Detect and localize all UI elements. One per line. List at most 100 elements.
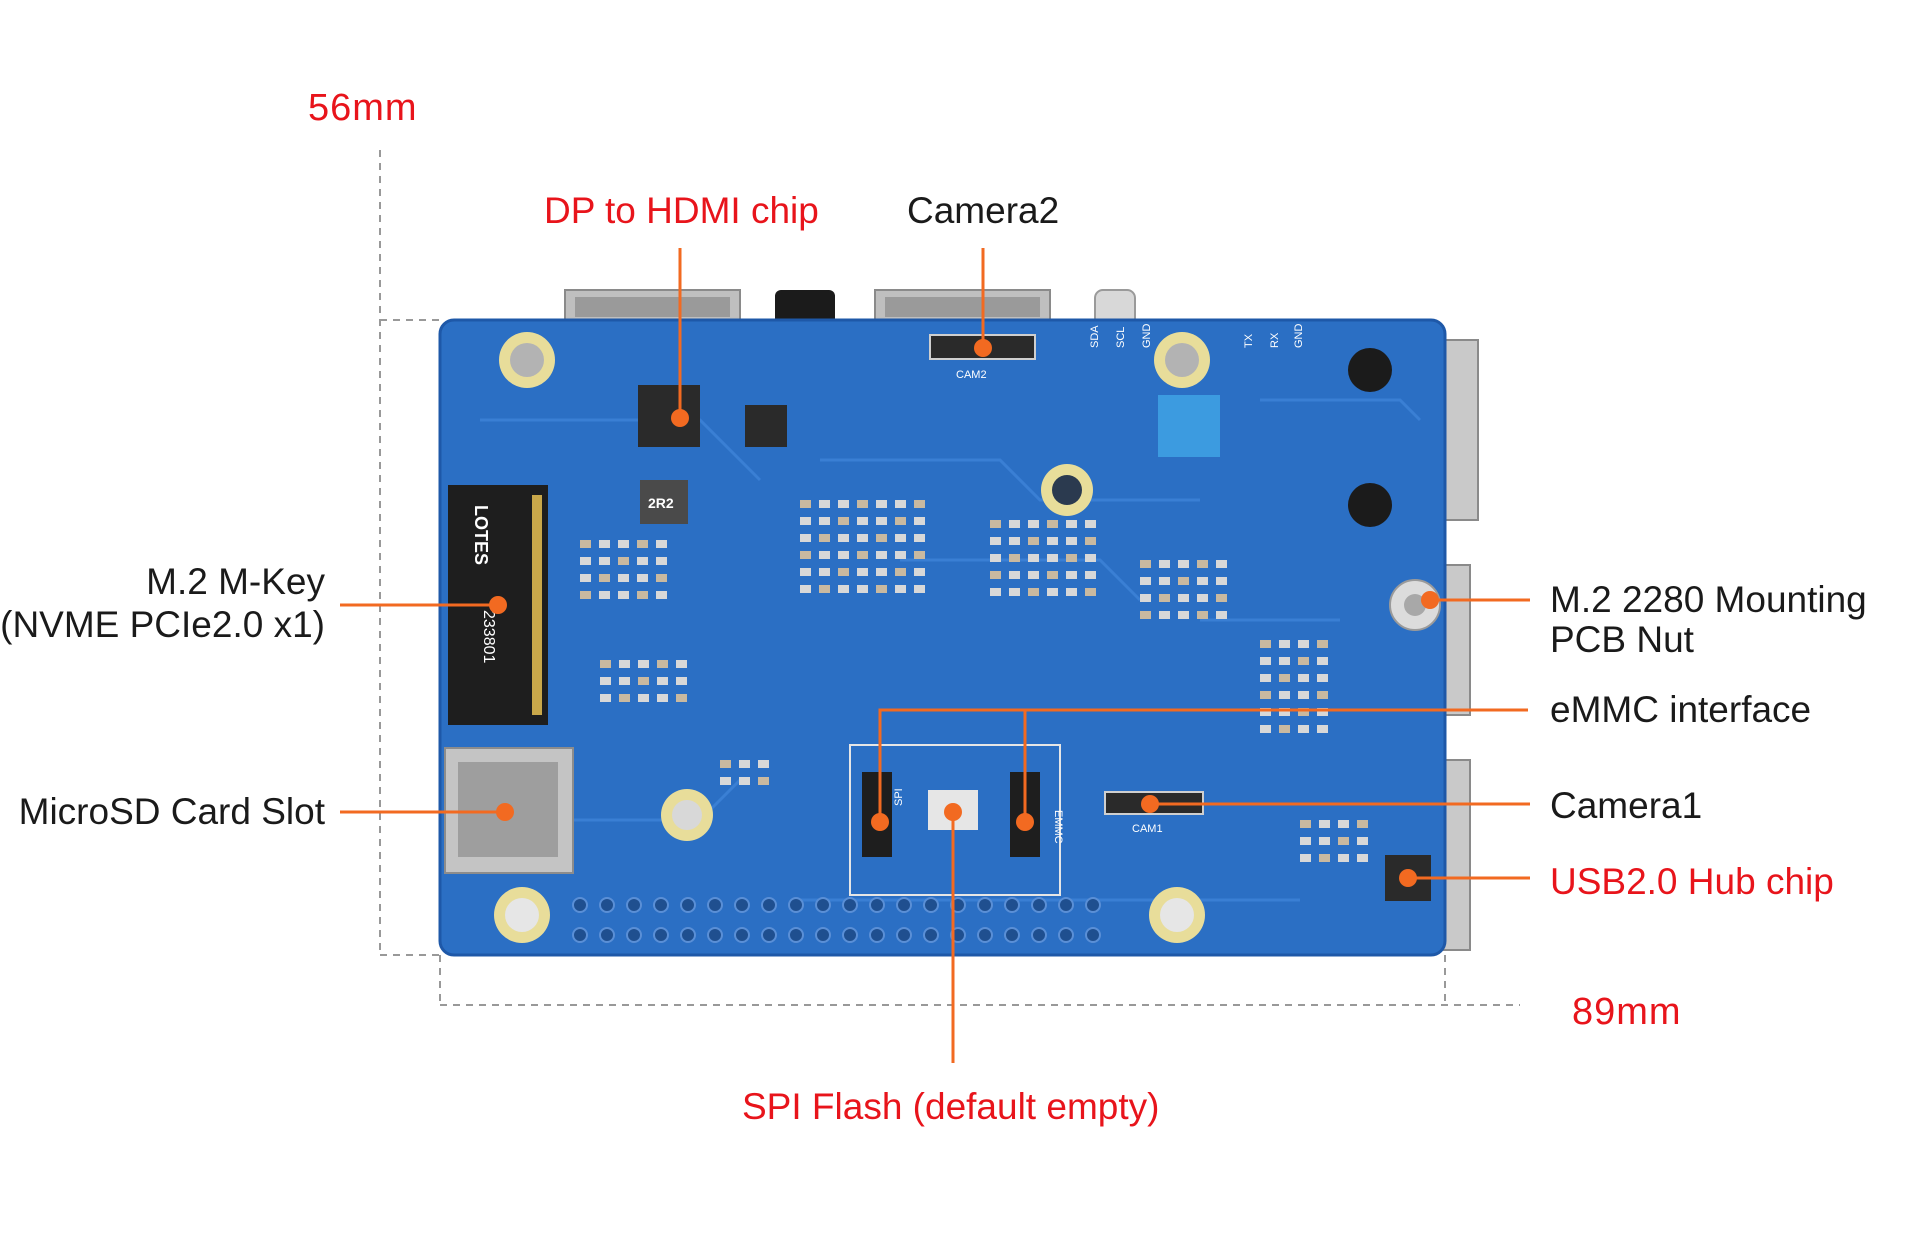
smd-component bbox=[800, 551, 811, 559]
gpio-pin bbox=[977, 927, 993, 943]
smd-component bbox=[1300, 854, 1311, 862]
gpio-pin bbox=[1085, 927, 1101, 943]
smd-component bbox=[600, 694, 611, 702]
smd-component bbox=[1159, 611, 1170, 619]
smd-component bbox=[1047, 588, 1058, 596]
gpio-pin bbox=[896, 927, 912, 943]
callout-camera2: Camera2 bbox=[907, 190, 1060, 231]
m2-slot-pins bbox=[532, 495, 542, 715]
gpio-pin bbox=[707, 897, 723, 913]
smd-component bbox=[619, 694, 630, 702]
smd-component bbox=[758, 777, 769, 785]
gpio-pin bbox=[599, 927, 615, 943]
smd-component bbox=[638, 694, 649, 702]
smd-component bbox=[876, 534, 887, 542]
smd-component bbox=[638, 660, 649, 668]
smd-component bbox=[857, 585, 868, 593]
silk-m2-code: 233801 bbox=[480, 610, 497, 663]
smd-component bbox=[1338, 837, 1349, 845]
gpio-pin bbox=[869, 927, 885, 943]
pcb-board bbox=[438, 318, 1447, 957]
gpio-pin bbox=[734, 897, 750, 913]
smd-component bbox=[1140, 594, 1151, 602]
callout-mount-line1: M.2 2280 Mounting bbox=[1550, 579, 1867, 620]
smd-component bbox=[619, 677, 630, 685]
smd-component bbox=[857, 500, 868, 508]
smd-component bbox=[599, 557, 610, 565]
smd-component bbox=[599, 540, 610, 548]
small-ic bbox=[745, 405, 787, 447]
gpio-pin bbox=[1031, 927, 1047, 943]
smd-component bbox=[895, 585, 906, 593]
smd-component bbox=[1047, 537, 1058, 545]
right-edge-connectors bbox=[1439, 339, 1479, 951]
silk-sda: SDA bbox=[1089, 325, 1101, 348]
smd-component bbox=[1140, 577, 1151, 585]
smd-component bbox=[819, 585, 830, 593]
smd-component bbox=[656, 591, 667, 599]
gpio-pin bbox=[1058, 897, 1074, 913]
smd-component bbox=[1260, 708, 1271, 716]
smd-component bbox=[1178, 577, 1189, 585]
hdmi-port-2-inner bbox=[885, 297, 1040, 317]
smd-component bbox=[914, 551, 925, 559]
smd-component bbox=[657, 694, 668, 702]
smd-component bbox=[1298, 640, 1309, 648]
smd-component bbox=[800, 534, 811, 542]
smd-component bbox=[638, 677, 649, 685]
inductor-2r2 bbox=[640, 480, 688, 524]
gpio-pin bbox=[680, 927, 696, 943]
standoff-upper bbox=[1348, 348, 1392, 392]
smd-component bbox=[1197, 577, 1208, 585]
smd-component bbox=[1159, 577, 1170, 585]
callout-dp-hdmi: DP to HDMI chip bbox=[544, 190, 819, 231]
height-dimension-label: 56mm bbox=[308, 87, 418, 129]
callout-mount-line2: PCB Nut bbox=[1550, 619, 1694, 660]
silk-m2-brand: LOTES bbox=[471, 505, 491, 565]
smd-component bbox=[657, 677, 668, 685]
smd-component bbox=[1260, 640, 1271, 648]
smd-component bbox=[876, 500, 887, 508]
smd-components bbox=[580, 500, 1368, 862]
smd-component bbox=[618, 591, 629, 599]
smd-component bbox=[1047, 571, 1058, 579]
smd-component bbox=[1216, 560, 1227, 568]
gpio-pin bbox=[707, 927, 723, 943]
gpio-pin bbox=[923, 927, 939, 943]
smd-component bbox=[1317, 708, 1328, 716]
spi-emmc-area bbox=[849, 744, 1061, 896]
smd-component bbox=[1317, 691, 1328, 699]
smd-component bbox=[1279, 657, 1290, 665]
smd-component bbox=[1298, 657, 1309, 665]
smd-component bbox=[1085, 571, 1096, 579]
gpio-pin bbox=[680, 897, 696, 913]
smd-component bbox=[1279, 708, 1290, 716]
gpio-pin bbox=[977, 897, 993, 913]
smd-component bbox=[1085, 554, 1096, 562]
smd-component bbox=[1279, 691, 1290, 699]
smd-component bbox=[1159, 594, 1170, 602]
smd-component bbox=[990, 588, 1001, 596]
silk-emmc: EMMC bbox=[1052, 810, 1064, 844]
gpio-pin bbox=[761, 897, 777, 913]
smd-component bbox=[857, 568, 868, 576]
leader-lines bbox=[340, 248, 1530, 1063]
smd-component bbox=[1140, 560, 1151, 568]
gpio-pin bbox=[842, 927, 858, 943]
smd-component bbox=[1279, 725, 1290, 733]
smd-component bbox=[1066, 554, 1077, 562]
smd-component bbox=[838, 585, 849, 593]
smd-component bbox=[1298, 691, 1309, 699]
smd-component bbox=[838, 551, 849, 559]
audio-jack bbox=[775, 290, 835, 326]
dimension-lines bbox=[379, 150, 1520, 1006]
smd-component bbox=[838, 534, 849, 542]
smd-component bbox=[600, 677, 611, 685]
smd-component bbox=[1066, 588, 1077, 596]
smd-component bbox=[914, 568, 925, 576]
gpio-pin bbox=[815, 927, 831, 943]
smd-component bbox=[676, 677, 687, 685]
gpio-pin bbox=[1085, 897, 1101, 913]
smd-component bbox=[895, 551, 906, 559]
